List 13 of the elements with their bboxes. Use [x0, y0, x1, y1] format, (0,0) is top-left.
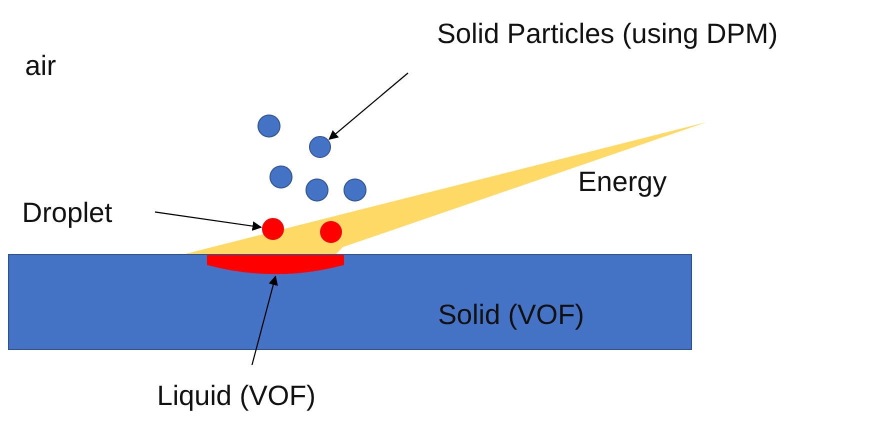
leader-line [154, 211, 262, 231]
region-label: air [25, 50, 56, 82]
callout-label: Liquid (VOF) [157, 380, 316, 412]
particle-dot [309, 136, 331, 158]
droplet-dot [262, 218, 284, 240]
leader-line [251, 275, 278, 366]
beam-label: Energy [578, 166, 667, 198]
callout-label: Solid Particles (using DPM) [437, 18, 778, 50]
solid-block [8, 254, 692, 350]
liquid-pool [207, 255, 344, 276]
callout-label: Droplet [22, 197, 112, 230]
leader-line [328, 72, 408, 140]
region-label: Solid (VOF) [438, 299, 584, 332]
